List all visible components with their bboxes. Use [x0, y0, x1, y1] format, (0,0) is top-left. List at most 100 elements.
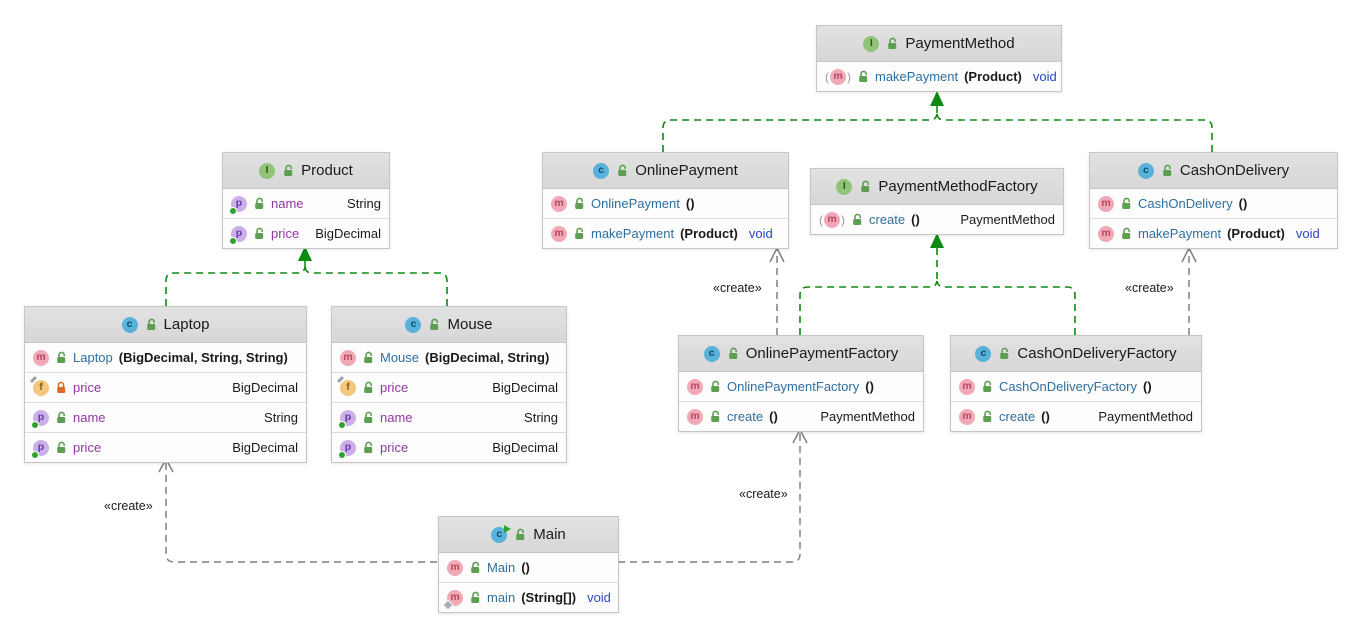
method-name: CashOnDelivery — [1138, 196, 1233, 211]
method-icon: m — [33, 349, 49, 366]
node-header: I PaymentMethodFactory — [811, 169, 1063, 205]
field-row[interactable]: f price BigDecimal — [25, 372, 306, 402]
class-node-onlinepaymentfactory[interactable]: c OnlinePaymentFactory m OnlinePaymentFa… — [678, 335, 924, 432]
create-label-onlinepayment: «create» — [713, 281, 762, 295]
method-name: create — [869, 212, 906, 227]
lock-open-icon — [255, 227, 264, 239]
class-node-main[interactable]: c Main m Main() m main(String[]) void — [438, 516, 619, 613]
create-label-onlinepaymentfactory: «create» — [739, 487, 788, 501]
property-type: BigDecimal — [232, 440, 298, 455]
method-params: (Product) — [1227, 226, 1285, 241]
method-params: () — [911, 212, 920, 227]
method-params: (BigDecimal, String) — [425, 350, 550, 365]
lock-open-icon — [859, 70, 868, 82]
property-row[interactable]: p price BigDecimal — [25, 432, 306, 462]
lock-open-icon — [471, 591, 480, 603]
method-row[interactable]: m create() PaymentMethod — [679, 401, 923, 431]
lock-open-icon — [471, 561, 480, 573]
method-row[interactable]: m CashOnDeliveryFactory() — [951, 372, 1201, 401]
method-row[interactable]: m makePayment(Product) void — [543, 218, 788, 248]
lock-open-icon — [861, 180, 870, 192]
class-node-cashondelivery[interactable]: c CashOnDelivery m CashOnDelivery() m ma… — [1089, 152, 1338, 249]
method-name: OnlinePaymentFactory — [727, 379, 860, 394]
realization-edge-laptop-product — [165, 266, 306, 306]
property-type: BigDecimal — [492, 440, 558, 455]
realization-arrowhead-product — [298, 246, 312, 261]
method-row[interactable]: m OnlinePaymentFactory() — [679, 372, 923, 401]
lock-open-icon — [364, 411, 373, 423]
lock-open-icon — [853, 213, 862, 225]
method-icon: m — [687, 378, 703, 395]
method-row[interactable]: m makePayment(Product) void — [1090, 218, 1337, 248]
property-icon: p — [338, 439, 356, 459]
interface-icon: I — [836, 178, 853, 195]
method-row[interactable]: m Laptop(BigDecimal, String, String) — [25, 343, 306, 372]
class-icon: c — [121, 316, 138, 333]
class-node-onlinepayment[interactable]: c OnlinePayment m OnlinePayment() m make… — [542, 152, 789, 249]
method-name: Main — [487, 560, 516, 575]
method-row[interactable]: m create() PaymentMethod — [811, 205, 1063, 234]
field-icon: f — [336, 375, 356, 396]
property-icon: p — [229, 195, 247, 215]
property-name: price — [380, 440, 409, 455]
method-row[interactable]: m Mouse(BigDecimal, String) — [332, 343, 566, 372]
field-icon: f — [29, 375, 49, 396]
method-icon: m — [340, 349, 356, 366]
method-name: makePayment — [875, 69, 959, 84]
interface-node-paymentmethod[interactable]: I PaymentMethod m makePayment(Product) v… — [816, 25, 1062, 92]
property-type: String — [264, 410, 298, 425]
lock-open-icon — [575, 197, 584, 209]
property-dot-icon — [31, 450, 39, 459]
property-dot-icon — [338, 420, 346, 429]
property-icon: p — [31, 409, 49, 429]
property-row[interactable]: p name String — [25, 402, 306, 432]
lock-open-icon — [983, 410, 992, 422]
method-return-type: PaymentMethod — [1098, 409, 1193, 424]
pencil-icon — [336, 375, 345, 383]
realization-edge-onlinepayment-paymentmethod — [662, 113, 938, 152]
property-dot-icon — [229, 236, 237, 245]
node-header: I PaymentMethod — [817, 26, 1061, 62]
method-row[interactable]: m main(String[]) void — [439, 582, 618, 612]
lock-open-icon — [983, 380, 992, 392]
node-title: Product — [301, 162, 353, 179]
lock-open-icon — [284, 164, 293, 176]
method-row[interactable]: m makePayment(Product) void — [817, 62, 1061, 91]
realization-edge-mouse-product — [304, 266, 448, 306]
property-row[interactable]: p price BigDecimal — [223, 218, 389, 248]
field-row[interactable]: f price BigDecimal — [332, 372, 566, 402]
class-node-mouse[interactable]: c Mouse m Mouse(BigDecimal, String) f pr… — [331, 306, 567, 463]
method-params: (Product) — [680, 226, 738, 241]
method-return-type: void — [1032, 69, 1057, 84]
lock-open-icon — [255, 197, 264, 209]
method-name: CashOnDeliveryFactory — [999, 379, 1137, 394]
lock-open-icon — [1163, 164, 1172, 176]
method-icon: m — [551, 195, 567, 212]
interface-node-product[interactable]: I Product p name String p price BigDecim… — [222, 152, 390, 249]
lock-open-icon — [364, 441, 373, 453]
method-row[interactable]: m create() PaymentMethod — [951, 401, 1201, 431]
property-type: String — [347, 196, 381, 211]
pencil-icon — [29, 375, 38, 383]
method-name: create — [999, 409, 1036, 424]
property-row[interactable]: p name String — [332, 402, 566, 432]
realization-arrowhead-paymentmethod — [930, 91, 944, 106]
property-dot-icon — [31, 420, 39, 429]
class-node-cashondeliveryfactory[interactable]: c CashOnDeliveryFactory m CashOnDelivery… — [950, 335, 1202, 432]
property-dot-icon — [338, 450, 346, 459]
interface-node-paymentmethodfactory[interactable]: I PaymentMethodFactory m create() Paymen… — [810, 168, 1064, 235]
method-params: () — [685, 196, 695, 211]
method-row[interactable]: m Main() — [439, 553, 618, 582]
method-row[interactable]: m OnlinePayment() — [543, 189, 788, 218]
method-row[interactable]: m CashOnDelivery() — [1090, 189, 1337, 218]
property-row[interactable]: p price BigDecimal — [332, 432, 566, 462]
class-icon: c — [703, 345, 720, 362]
node-title: PaymentMethodFactory — [878, 178, 1038, 195]
realization-arrowhead-paymentmethodfactory — [930, 233, 944, 248]
node-header: c OnlinePaymentFactory — [679, 336, 923, 372]
node-header: c Main — [439, 517, 618, 553]
property-row[interactable]: p name String — [223, 189, 389, 218]
class-node-laptop[interactable]: c Laptop m Laptop(BigDecimal, String, St… — [24, 306, 307, 463]
node-title: Mouse — [447, 316, 493, 333]
